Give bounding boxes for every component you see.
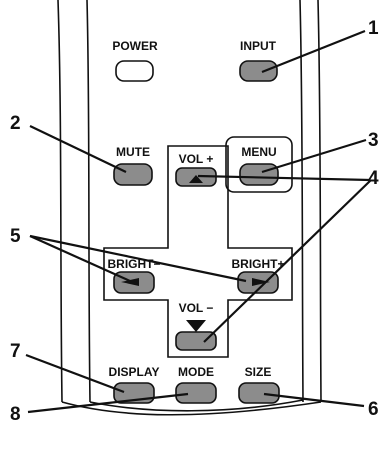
leader-7 [25,353,125,394]
mode-button[interactable] [175,382,217,404]
triangle-up-icon [189,175,203,183]
callout-4: 4 [368,168,379,189]
display-label: DISPLAY [109,365,160,379]
leader-6 [263,392,365,408]
leader-5b [29,234,247,283]
callout-1: 1 [368,18,379,39]
power-button[interactable] [115,60,154,82]
menu-button[interactable] [239,163,279,186]
mute-label: MUTE [116,145,150,159]
bright-minus-label: BRIGHT− [107,257,160,271]
callout-5: 5 [10,226,21,247]
callout-2: 2 [10,113,21,134]
leader-lines [25,29,372,414]
leader-5a [29,234,131,283]
leader-1 [261,29,366,74]
callout-8: 8 [10,404,21,425]
remote-body [57,0,322,416]
leader-3 [261,138,367,174]
size-button[interactable] [238,382,280,404]
input-button[interactable] [239,60,278,82]
vol-down-button[interactable] [175,331,217,351]
input-label: INPUT [240,39,277,53]
leader-2 [29,125,127,173]
size-label: SIZE [245,365,272,379]
vol-down-label: VOL − [179,301,214,315]
menu-label: MENU [241,145,276,159]
vol-up-label: VOL + [179,152,214,166]
leader-4b [203,179,372,343]
triangle-right-icon [252,278,270,286]
power-label: POWER [112,39,158,53]
leader-8 [27,392,189,414]
triangle-down-icon [186,320,206,332]
bright-plus-label: BRIGHT+ [231,257,284,271]
leader-4a [197,174,371,182]
mute-button[interactable] [113,163,153,186]
mode-label: MODE [178,365,214,379]
dpad-frame [103,145,293,358]
triangle-left-icon [121,278,139,286]
menu-frame [225,136,293,193]
callout-7: 7 [10,341,21,362]
callout-3: 3 [368,130,379,151]
callout-6: 6 [368,399,379,420]
